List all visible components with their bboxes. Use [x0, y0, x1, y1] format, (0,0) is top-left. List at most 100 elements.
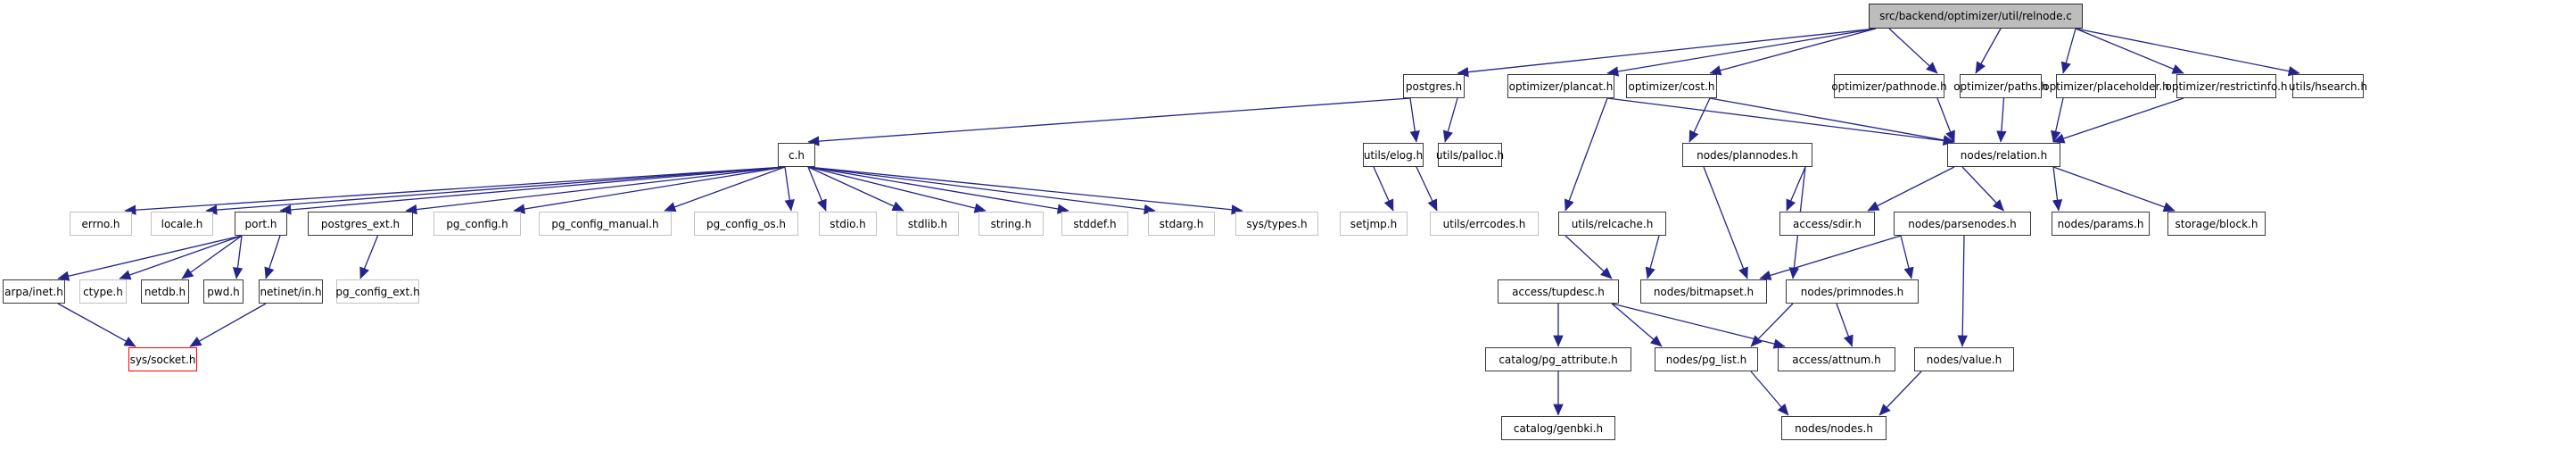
- node-postgres-h[interactable]: postgres.h: [1403, 74, 1465, 98]
- edge-plannodes-h-to-bitmapset-h: [1703, 166, 1748, 279]
- node-label: src/backend/optimizer/util/relnode.c: [1879, 10, 2072, 22]
- node-label: optimizer/cost.h: [1628, 79, 1715, 93]
- node-postgres-ext-h[interactable]: postgres_ext.h: [308, 212, 413, 236]
- node-nodes-h[interactable]: nodes/nodes.h: [1781, 416, 1887, 440]
- edge-c-h-to-locale-h: [205, 166, 786, 215]
- node-label: c.h: [788, 148, 805, 162]
- node-stdarg-h: stdarg.h: [1148, 212, 1215, 236]
- node-relcache-h[interactable]: utils/relcache.h: [1558, 212, 1666, 236]
- node-plancat-h[interactable]: optimizer/plancat.h: [1507, 74, 1614, 98]
- node-sdir-h[interactable]: access/sdir.h: [1779, 212, 1875, 236]
- node-label: optimizer/plancat.h: [1508, 79, 1614, 93]
- node-relnode-c[interactable]: src/backend/optimizer/util/relnode.c: [1869, 4, 2083, 29]
- node-sys-types-h: sys/types.h: [1235, 212, 1318, 236]
- node-genbki-h[interactable]: catalog/genbki.h: [1501, 416, 1615, 440]
- edge-elog-h-to-setjmp-h: [1373, 166, 1394, 212]
- node-c-h[interactable]: c.h: [778, 143, 815, 167]
- node-palloc-h[interactable]: utils/palloc.h: [1436, 143, 1504, 167]
- node-pathnode-h[interactable]: optimizer/pathnode.h: [1831, 74, 1947, 98]
- node-stdlib-h: stdlib.h: [896, 212, 959, 236]
- edge-value-h-to-nodes-h: [1878, 371, 1922, 416]
- node-errno-h: errno.h: [70, 212, 132, 236]
- node-label: catalog/genbki.h: [1513, 421, 1604, 435]
- node-label: postgres.h: [1405, 79, 1463, 93]
- node-pg-config-os-h: pg_config_os.h: [694, 212, 798, 236]
- node-netinet-in-h[interactable]: netinet/in.h: [259, 279, 323, 304]
- node-label: arpa/inet.h: [4, 285, 63, 298]
- node-label: pg_config.h: [446, 217, 508, 230]
- node-label: pg_config_os.h: [706, 217, 786, 230]
- edge-c-h-to-stdarg-h: [807, 166, 1156, 215]
- edge-postgres-h-to-palloc-h: [1442, 97, 1458, 143]
- node-cost-h[interactable]: optimizer/cost.h: [1626, 74, 1717, 98]
- edge-relation-h-to-parsenodes-h: [1961, 166, 2004, 212]
- node-label: nodes/nodes.h: [1795, 421, 1873, 435]
- node-value-h[interactable]: nodes/value.h: [1914, 347, 2014, 371]
- node-block-h[interactable]: storage/block.h: [2167, 212, 2266, 236]
- edge-pg-list-h-to-nodes-h: [1750, 371, 1789, 416]
- node-label: optimizer/placeholder.h: [2043, 79, 2169, 93]
- node-params-h[interactable]: nodes/params.h: [2052, 212, 2150, 236]
- edge-relnode-c-to-restrictinfo-h: [2075, 28, 2184, 74]
- node-label: port.h: [244, 217, 277, 230]
- edge-primnodes-h-to-attnum-h: [1836, 303, 1854, 347]
- node-label: pwd.h: [207, 285, 240, 298]
- node-placeholder-h[interactable]: optimizer/placeholder.h: [2043, 74, 2169, 98]
- edge-relnode-c-to-cost-h: [1709, 28, 1877, 76]
- node-hsearch-h[interactable]: utils/hsearch.h: [2289, 74, 2367, 98]
- edge-relnode-c-to-paths-h: [1975, 28, 2002, 74]
- edge-postgres-h-to-elog-h: [1409, 97, 1420, 143]
- node-paths-h[interactable]: optimizer/paths.h: [1953, 74, 2048, 98]
- node-label: utils/relcache.h: [1571, 217, 1654, 230]
- node-string-h: string.h: [978, 212, 1044, 236]
- node-arpa-inet-h[interactable]: arpa/inet.h: [3, 279, 65, 304]
- node-pwd-h[interactable]: pwd.h: [203, 279, 244, 304]
- node-errcodes-h: utils/errcodes.h: [1430, 212, 1539, 236]
- node-stddef-h: stddef.h: [1061, 212, 1128, 236]
- node-plannodes-h[interactable]: nodes/plannodes.h: [1682, 143, 1812, 167]
- node-label: locale.h: [161, 217, 203, 230]
- node-pg-config-h: pg_config.h: [433, 212, 521, 236]
- node-label: access/tupdesc.h: [1512, 285, 1605, 298]
- edge-relnode-c-to-plancat-h: [1606, 28, 1877, 77]
- node-elog-h[interactable]: utils/elog.h: [1363, 143, 1424, 167]
- node-label: pg_config_ext.h: [335, 285, 420, 298]
- node-label: nodes/relation.h: [1960, 148, 2048, 162]
- node-setjmp-h: setjmp.h: [1340, 212, 1408, 236]
- node-pg-attribute-h[interactable]: catalog/pg_attribute.h: [1485, 347, 1631, 371]
- edge-placeholder-h-to-relation-h: [2051, 97, 2064, 143]
- node-attnum-h[interactable]: access/attnum.h: [1778, 347, 1895, 371]
- node-pg-config-ext-h: pg_config_ext.h: [335, 279, 420, 304]
- edge-parsenodes-h-to-bitmapset-h: [1759, 235, 1902, 280]
- node-label: nodes/parsenodes.h: [1908, 217, 2017, 230]
- node-pg-list-h[interactable]: nodes/pg_list.h: [1655, 347, 1758, 371]
- edge-relation-h-to-sdir-h: [1867, 166, 1955, 212]
- edge-port-h-to-arpa-inet-h: [57, 235, 243, 281]
- edge-primnodes-h-to-pg-list-h: [1750, 303, 1794, 347]
- node-label: catalog/pg_attribute.h: [1499, 353, 1618, 366]
- edge-c-h-to-stdlib-h: [807, 166, 904, 212]
- edge-c-h-to-pg-config-os-h: [784, 166, 795, 212]
- edge-arpa-inet-h-to-sys-socket-h: [57, 303, 136, 347]
- node-restrictinfo-h[interactable]: optimizer/restrictinfo.h: [2166, 74, 2288, 98]
- edge-relcache-h-to-bitmapset-h: [1645, 235, 1660, 279]
- edge-plannodes-h-to-sdir-h: [1786, 166, 1806, 212]
- node-parsenodes-h[interactable]: nodes/parsenodes.h: [1894, 212, 2031, 236]
- node-bitmapset-h[interactable]: nodes/bitmapset.h: [1640, 279, 1767, 304]
- node-tupdesc-h[interactable]: access/tupdesc.h: [1498, 279, 1619, 304]
- node-port-h[interactable]: port.h: [235, 212, 287, 236]
- node-netdb-h[interactable]: netdb.h: [141, 279, 189, 304]
- node-label: netinet/in.h: [260, 285, 322, 298]
- edge-relnode-c-to-hsearch-h: [2075, 28, 2300, 77]
- node-label: sys/socket.h: [129, 353, 196, 366]
- node-label: sys/types.h: [1246, 217, 1308, 230]
- node-label: errno.h: [81, 217, 120, 230]
- edge-c-h-to-port-h: [279, 166, 786, 215]
- node-pg-config-manual-h: pg_config_manual.h: [539, 212, 672, 236]
- node-relation-h[interactable]: nodes/relation.h: [1947, 143, 2060, 167]
- node-label: optimizer/restrictinfo.h: [2165, 79, 2288, 93]
- node-label: setjmp.h: [1350, 217, 1398, 230]
- node-primnodes-h[interactable]: nodes/primnodes.h: [1786, 279, 1919, 304]
